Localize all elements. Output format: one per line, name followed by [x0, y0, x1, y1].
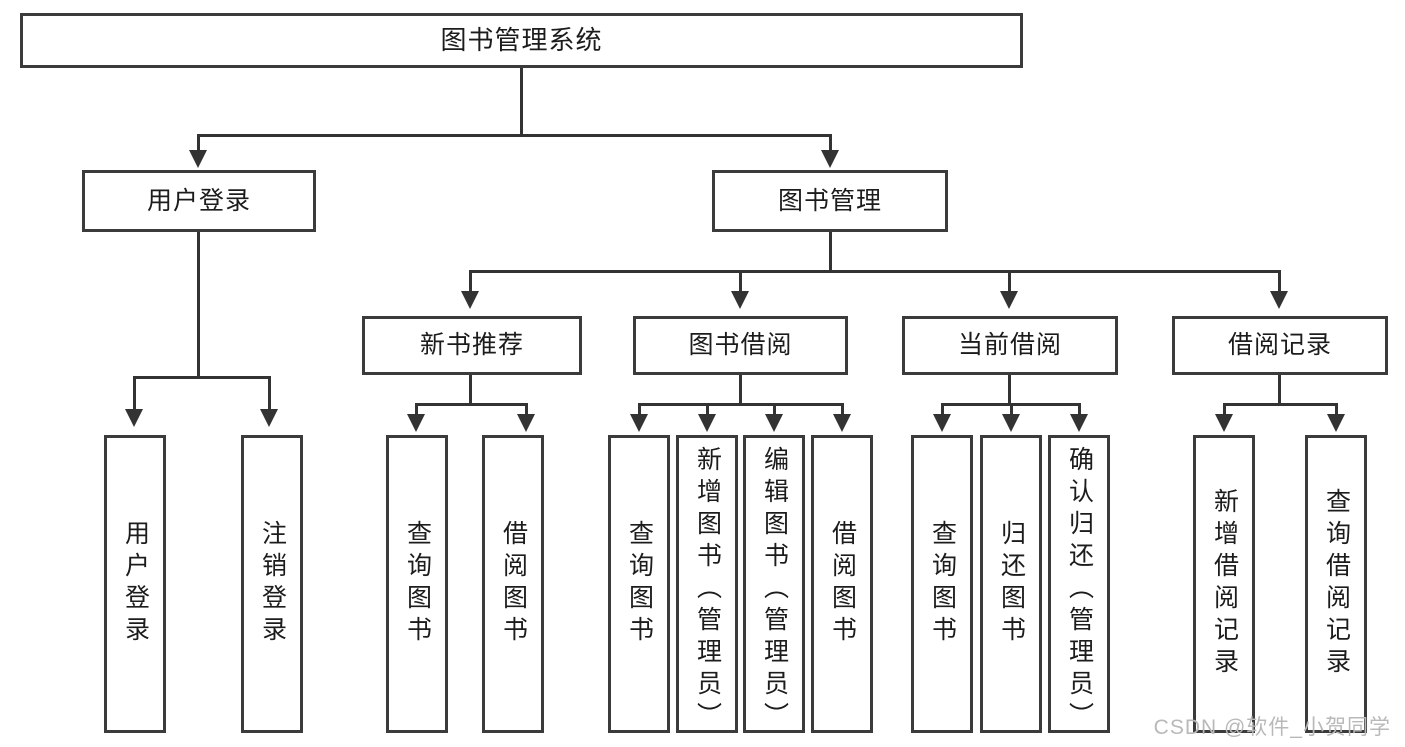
- node-label: 编辑图书（管理员）: [760, 446, 789, 734]
- edge-cb-to-leaf-3: [1078, 403, 1081, 415]
- node-label: 确认归还（管理员）: [1065, 446, 1094, 734]
- arrow-root-to-book-management: [821, 150, 839, 168]
- arrow-bb-to-leaf-4: [833, 414, 851, 432]
- node-label: 新增借阅记录: [1210, 488, 1239, 680]
- node-book-management[interactable]: 图书管理: [712, 170, 948, 232]
- node-label: 图书管理: [777, 186, 882, 215]
- edge-new-book-recommend-stem: [469, 375, 472, 405]
- node-label: 新书推荐: [419, 331, 524, 360]
- node-new-book-recommend[interactable]: 新书推荐: [362, 316, 582, 375]
- edge-nbr-to-leaf-2: [525, 403, 528, 415]
- edge-to-current-borrow: [1008, 270, 1011, 292]
- edge-book-management-stem: [829, 232, 832, 272]
- edge-root-bus: [197, 134, 832, 137]
- edge-root-to-user-login: [197, 134, 200, 152]
- node-label: 当前借阅: [957, 331, 1062, 360]
- leaf-borrow-record-query-record[interactable]: 查询借阅记录: [1305, 435, 1367, 733]
- edge-user-login-stem: [197, 232, 200, 379]
- node-label: 注销登录: [258, 520, 287, 648]
- arrow-user-login-to-leaf-2: [260, 409, 278, 427]
- edge-user-login-to-leaf-2: [268, 376, 271, 410]
- arrow-cb-to-leaf-3: [1070, 414, 1088, 432]
- edge-level2-bus: [469, 270, 1281, 273]
- edge-book-borrow-stem: [739, 375, 742, 405]
- edge-bb-to-leaf-4: [841, 403, 844, 415]
- edge-bb-to-leaf-3: [773, 403, 776, 415]
- leaf-borrow-record-add-record[interactable]: 新增借阅记录: [1193, 435, 1255, 733]
- node-label: 图书借阅: [688, 331, 793, 360]
- edge-borrow-record-stem: [1278, 375, 1281, 405]
- node-label: 借阅记录: [1227, 331, 1332, 360]
- edge-borrow-record-bus: [1223, 403, 1338, 406]
- leaf-user-login-login[interactable]: 用户登录: [104, 435, 166, 733]
- leaf-current-borrow-query-book[interactable]: 查询图书: [911, 435, 973, 733]
- node-label: 查询图书: [403, 520, 432, 648]
- edge-current-borrow-stem: [1008, 375, 1011, 405]
- edge-bb-to-leaf-2: [706, 403, 709, 415]
- node-label: 查询借阅记录: [1322, 488, 1351, 680]
- arrow-nbr-to-leaf-2: [517, 414, 535, 432]
- node-label: 查询图书: [625, 520, 654, 648]
- node-current-borrow[interactable]: 当前借阅: [902, 316, 1118, 375]
- edge-root-to-book-management: [829, 134, 832, 152]
- node-label: 归还图书: [997, 520, 1026, 648]
- arrow-to-borrow-record: [1270, 291, 1288, 309]
- node-label: 查询图书: [928, 520, 957, 648]
- node-book-borrow[interactable]: 图书借阅: [633, 316, 848, 375]
- leaf-new-book-recommend-borrow-book[interactable]: 借阅图书: [482, 435, 544, 733]
- node-label: 新增图书（管理员）: [693, 446, 722, 734]
- arrow-br-to-leaf-2: [1327, 414, 1345, 432]
- edge-br-to-leaf-1: [1223, 403, 1226, 415]
- arrow-bb-to-leaf-1: [630, 414, 648, 432]
- edge-to-borrow-record: [1278, 270, 1281, 292]
- arrow-bb-to-leaf-3: [765, 414, 783, 432]
- edge-root-stem: [520, 68, 523, 136]
- node-label: 用户登录: [146, 186, 251, 215]
- arrow-user-login-to-leaf-1: [125, 409, 143, 427]
- edge-nbr-to-leaf-1: [415, 403, 418, 415]
- arrow-br-to-leaf-1: [1215, 414, 1233, 432]
- arrow-to-book-borrow: [731, 291, 749, 309]
- node-label: 借阅图书: [828, 520, 857, 648]
- arrow-to-current-borrow: [1000, 291, 1018, 309]
- leaf-current-borrow-confirm-return-admin[interactable]: 确认归还（管理员）: [1048, 435, 1110, 734]
- node-label: 借阅图书: [499, 520, 528, 648]
- leaf-book-borrow-add-book-admin[interactable]: 新增图书（管理员）: [676, 435, 738, 734]
- arrow-to-new-book-recommend: [461, 291, 479, 309]
- edge-user-login-to-leaf-1: [133, 376, 136, 410]
- node-label: 图书管理系统: [440, 24, 603, 55]
- node-user-login[interactable]: 用户登录: [82, 170, 316, 232]
- arrow-nbr-to-leaf-1: [407, 414, 425, 432]
- leaf-current-borrow-return-book[interactable]: 归还图书: [980, 435, 1042, 733]
- arrow-root-to-user-login: [189, 150, 207, 168]
- leaf-book-borrow-edit-book-admin[interactable]: 编辑图书（管理员）: [743, 435, 805, 734]
- edge-book-borrow-bus: [638, 403, 844, 406]
- edge-cb-to-leaf-1: [941, 403, 944, 415]
- leaf-book-borrow-borrow-book[interactable]: 借阅图书: [811, 435, 873, 733]
- arrow-cb-to-leaf-2: [1002, 414, 1020, 432]
- leaf-book-borrow-query-book[interactable]: 查询图书: [608, 435, 670, 733]
- node-root-book-management-system[interactable]: 图书管理系统: [20, 13, 1023, 68]
- leaf-user-login-logout[interactable]: 注销登录: [241, 435, 303, 733]
- edge-to-new-book-recommend: [469, 270, 472, 292]
- edge-to-book-borrow: [739, 270, 742, 292]
- leaf-new-book-recommend-query-book[interactable]: 查询图书: [386, 435, 448, 733]
- arrow-bb-to-leaf-2: [698, 414, 716, 432]
- arrow-cb-to-leaf-1: [933, 414, 951, 432]
- csdn-watermark: CSDN @软件_小贺同学: [1153, 716, 1391, 739]
- edge-new-book-recommend-bus: [415, 403, 528, 406]
- edge-bb-to-leaf-1: [638, 403, 641, 415]
- edge-user-login-bus: [133, 376, 271, 379]
- node-borrow-record[interactable]: 借阅记录: [1172, 316, 1388, 375]
- node-label: 用户登录: [121, 520, 150, 648]
- edge-cb-to-leaf-2: [1010, 403, 1013, 415]
- edge-br-to-leaf-2: [1335, 403, 1338, 415]
